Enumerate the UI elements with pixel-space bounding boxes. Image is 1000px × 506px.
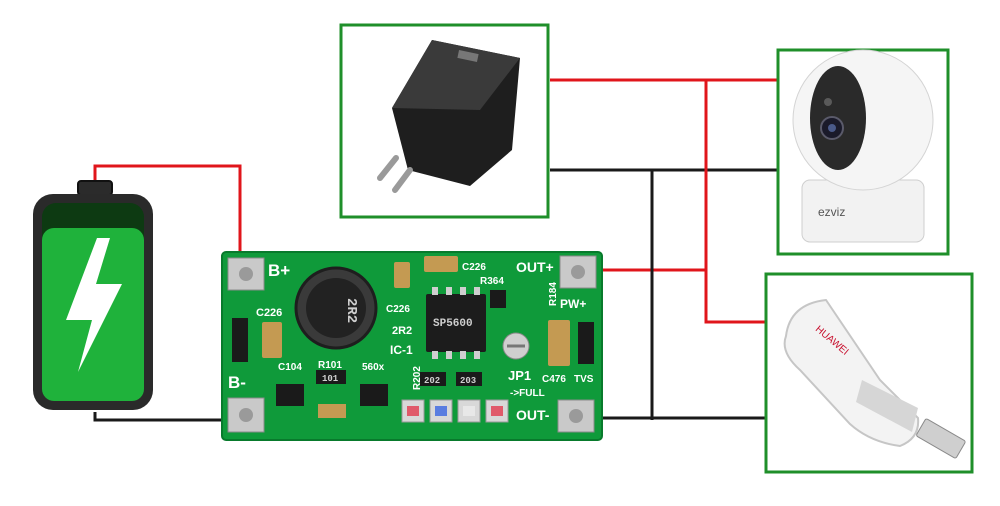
ip-camera-panel: ezviz bbox=[776, 48, 950, 256]
label-out-plus: OUT+ bbox=[516, 259, 554, 275]
label-c226-top: C226 bbox=[462, 262, 486, 273]
label-full: ->FULL bbox=[510, 388, 545, 399]
label-c476: C476 bbox=[542, 374, 566, 385]
wire-battery-positive bbox=[93, 164, 242, 262]
transistor-mid bbox=[360, 384, 388, 406]
charger-prong-1 bbox=[377, 155, 399, 181]
label-r184: R184 bbox=[548, 282, 559, 306]
charger-module-pcb: 2R2 SP5600 101 202 203 bbox=[221, 251, 603, 441]
resistor-202 bbox=[420, 372, 446, 386]
ic-marking: SP5600 bbox=[433, 318, 473, 330]
diode-tvs bbox=[578, 322, 594, 364]
charger-prong-2 bbox=[392, 167, 413, 193]
resistor-101 bbox=[316, 370, 346, 384]
pad-b-minus bbox=[227, 397, 265, 433]
wire-battery-negative bbox=[93, 412, 240, 422]
resistor-r184 bbox=[490, 290, 506, 308]
label-r364: R364 bbox=[480, 276, 504, 287]
diode-left bbox=[232, 318, 248, 362]
wires bbox=[93, 78, 780, 422]
label-c226-mid: C226 bbox=[386, 304, 410, 315]
label-pw-plus: PW+ bbox=[560, 297, 586, 311]
label-ic-1: IC-1 bbox=[390, 343, 413, 357]
capacitor-c226-left bbox=[262, 322, 282, 358]
camera-brand: ezviz bbox=[818, 205, 845, 219]
usb-connector bbox=[916, 418, 966, 459]
inductor-marking: 2R2 bbox=[343, 298, 359, 323]
usb-modem-panel: HUAWEI bbox=[764, 272, 974, 474]
label-jp1: JP1 bbox=[508, 368, 531, 383]
battery bbox=[33, 180, 153, 410]
resistor-202-code: 202 bbox=[424, 376, 440, 386]
label-c104: C104 bbox=[278, 362, 302, 373]
label-inductor: 2R2 bbox=[392, 325, 412, 337]
ic-chip bbox=[426, 294, 486, 352]
resistor-101-code: 101 bbox=[322, 374, 339, 384]
label-c226-left: C226 bbox=[256, 307, 282, 319]
transistor-left bbox=[276, 384, 304, 406]
resistor-203-code: 203 bbox=[460, 376, 476, 386]
battery-terminal bbox=[77, 180, 113, 196]
capacitor-c476 bbox=[548, 320, 570, 366]
usb-port-icon bbox=[457, 50, 479, 62]
battery-bolt-icon bbox=[66, 238, 122, 372]
label-b-minus: B- bbox=[228, 373, 246, 392]
wire-positive-bus bbox=[704, 80, 770, 324]
label-560x: 560x bbox=[362, 362, 385, 373]
capacitor-c226-top bbox=[394, 262, 410, 288]
label-out-minus: OUT- bbox=[516, 407, 550, 423]
label-r101: R101 bbox=[318, 360, 342, 371]
label-b-plus: B+ bbox=[268, 261, 290, 280]
capacitor-c226-right bbox=[424, 256, 458, 272]
label-r202: R202 bbox=[412, 366, 423, 390]
resistor-203 bbox=[456, 372, 482, 386]
wall-charger-panel bbox=[339, 23, 550, 219]
capacitor-bottom bbox=[318, 404, 346, 418]
label-tvs: TVS bbox=[574, 374, 594, 385]
